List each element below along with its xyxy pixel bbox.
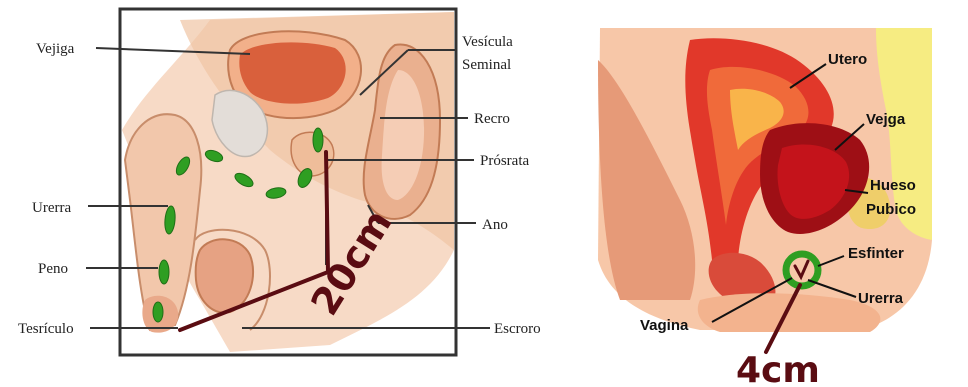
female-4cm-annotation: 4cm [736, 350, 820, 387]
label-pene: Peno [38, 261, 68, 277]
male-reproductive-diagram: 20cm Vejiga Vesícula Seminal Recro Prósr… [18, 9, 541, 355]
male-testicle [196, 239, 253, 312]
urethra-marker [159, 260, 169, 284]
label-pubico: Pubico [866, 201, 916, 218]
label-vejiga: Vejiga [36, 41, 75, 57]
female-reproductive-diagram: 4cm Utero Vejga Hueso Pubico Esfinter Ur… [598, 28, 932, 387]
label-ano: Ano [482, 217, 508, 233]
urethra-marker [153, 302, 163, 322]
male-bladder-inner [239, 42, 345, 103]
urethra-marker [313, 128, 323, 152]
label-prostata: Prósrata [480, 153, 529, 169]
label-vesicula: Vesícula [462, 34, 513, 50]
label-testiculo: Tesrículo [18, 321, 74, 337]
label-escroto: Escroro [494, 321, 541, 337]
label-uretra-male: Urerra [32, 200, 71, 216]
label-esfinter: Esfinter [848, 245, 904, 262]
label-hueso: Hueso [870, 177, 916, 194]
label-uretra-female: Urerra [858, 290, 904, 307]
label-vejiga-female: Vejga [866, 111, 906, 128]
label-utero: Utero [828, 51, 867, 68]
label-vagina: Vagina [640, 317, 689, 334]
label-recto: Recro [474, 111, 510, 127]
label-seminal: Seminal [462, 57, 511, 73]
